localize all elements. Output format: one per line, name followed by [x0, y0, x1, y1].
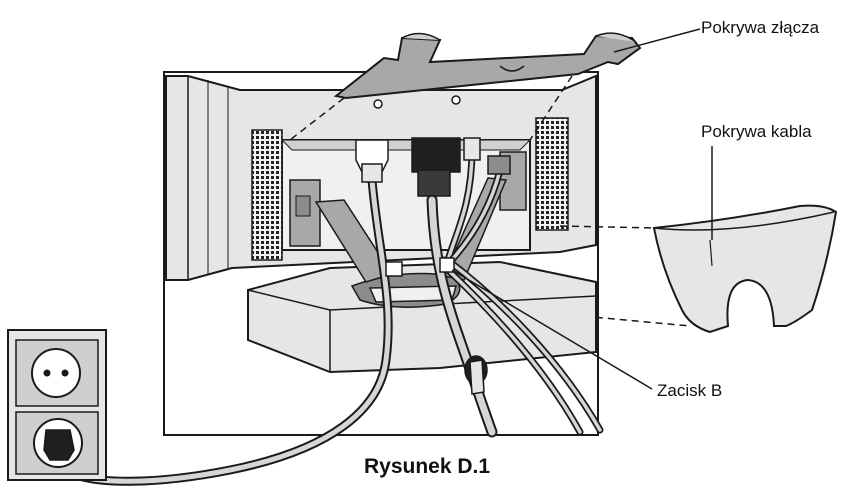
- callout-leaders: [451, 28, 713, 390]
- callout-cable-cover: Pokrywa kabla: [701, 122, 812, 141]
- callout-clamp-b: Zacisk B: [657, 381, 723, 400]
- vent-grille-left: [251, 129, 283, 261]
- wall-socket: [7, 329, 107, 481]
- vent-grille-right: [535, 117, 569, 231]
- cable-plugs: [355, 137, 511, 395]
- figure-caption: Rysunek D.1: [364, 455, 491, 478]
- connector-cover: [333, 32, 642, 100]
- guide-lines: [289, 75, 691, 327]
- callout-connector-cover: Pokrywa złącza: [701, 18, 820, 37]
- cable-cover: [652, 204, 838, 334]
